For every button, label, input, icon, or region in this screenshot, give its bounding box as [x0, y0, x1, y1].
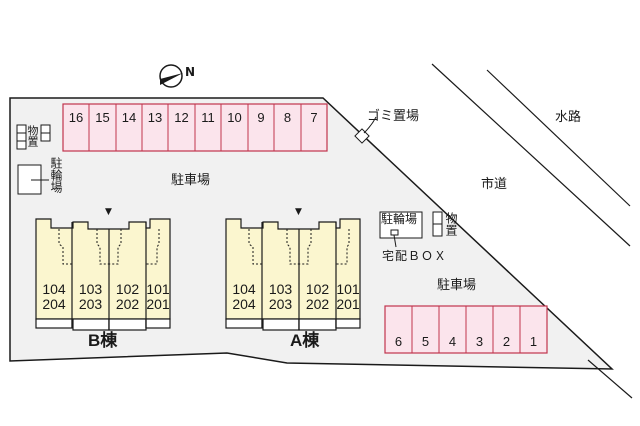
- parking-bottom-block: [384, 305, 548, 354]
- parking-top-block: [62, 103, 328, 152]
- building-b-name: B棟: [88, 331, 118, 350]
- parking-right-label: 駐車場: [437, 278, 477, 293]
- parking-space-3: 3: [475, 334, 484, 349]
- parking-space-6: 6: [394, 334, 403, 349]
- building-a-name: A棟: [290, 331, 320, 350]
- parking-space-8: 8: [283, 110, 292, 125]
- storage-left-shape: [16, 124, 51, 150]
- parking-space-9: 9: [257, 110, 265, 125]
- building-a-shape: [225, 218, 361, 331]
- parking-space-15: 15: [95, 110, 110, 125]
- storage-left-label: 物置: [26, 125, 39, 147]
- delivery-box-label: 宅配ＢＯＸ: [382, 249, 448, 263]
- parking-space-16: 16: [68, 110, 84, 125]
- storage-right-shape: [432, 211, 443, 237]
- garbage-area-shape: [354, 116, 377, 144]
- city-road-label: 市道: [481, 177, 508, 192]
- road-line-2: [486, 69, 631, 207]
- parking-space-14: 14: [121, 110, 137, 125]
- parking-space-13: 13: [147, 110, 163, 125]
- entrance-marker-a: ▼: [295, 207, 302, 217]
- bicycle-parking-left-shape: [17, 164, 49, 195]
- compass-north-label: N: [185, 65, 196, 79]
- entrance-marker-b: ▼: [105, 207, 112, 217]
- bicycle-parking-left-label: 駐輪場: [49, 157, 63, 193]
- parking-space-4: 4: [448, 334, 457, 349]
- parking-space-2: 2: [502, 334, 511, 349]
- parking-space-10: 10: [227, 110, 242, 125]
- parking-space-1: 1: [529, 334, 538, 349]
- parking-space-11: 11: [201, 110, 215, 125]
- building-b-shape: [35, 218, 171, 331]
- parking-space-7: 7: [310, 110, 318, 125]
- garbage-area-label: ゴミ置場: [367, 109, 420, 124]
- road-line-3: [587, 359, 633, 399]
- north-arrow-icon: [159, 64, 183, 88]
- parking-space-12: 12: [174, 110, 189, 125]
- waterway-label: 水路: [555, 110, 582, 125]
- bicycle-parking-right-label: 駐輪場: [381, 212, 418, 226]
- bicycle-parking-right-shape: [379, 211, 423, 248]
- storage-right-label: 物置: [444, 212, 458, 236]
- parking-main-label: 駐車場: [171, 173, 211, 188]
- parking-space-5: 5: [421, 334, 430, 349]
- road-line-1: [431, 63, 631, 247]
